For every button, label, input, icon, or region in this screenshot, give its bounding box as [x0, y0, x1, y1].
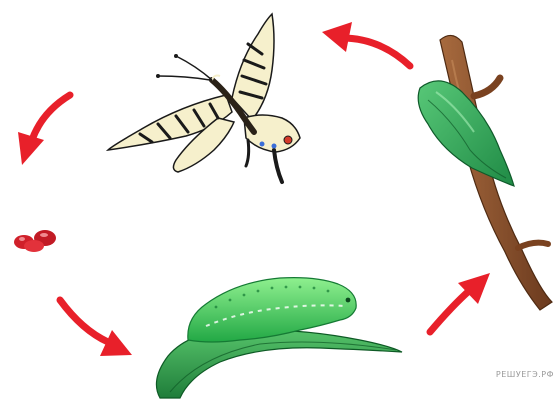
arrow-eggs-to-larva	[60, 300, 132, 356]
arrow-adult-to-eggs	[18, 95, 70, 165]
eggs-icon	[14, 230, 56, 252]
caterpillar-icon	[188, 278, 356, 342]
watermark-text: РЕШУЕГЭ.РФ	[496, 370, 554, 379]
chrysalis-icon	[418, 81, 514, 186]
arrow-larva-to-pupa	[430, 273, 490, 332]
arrow-pupa-to-adult	[322, 22, 410, 66]
butterfly-icon	[108, 14, 300, 182]
